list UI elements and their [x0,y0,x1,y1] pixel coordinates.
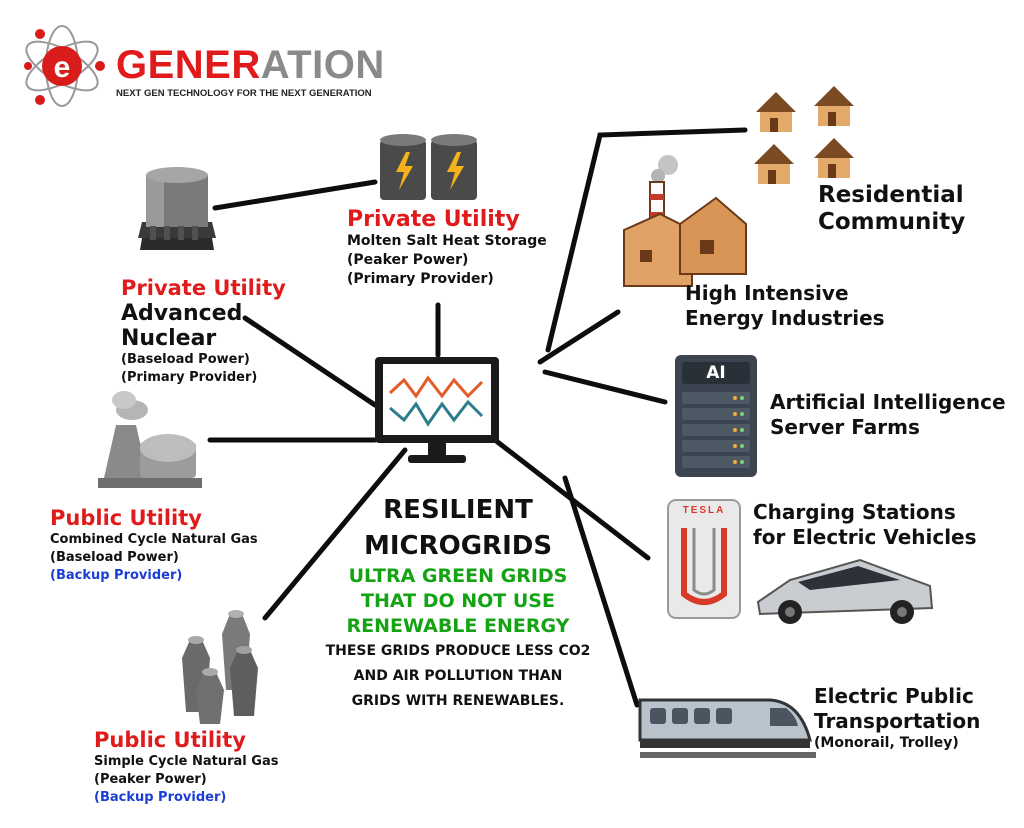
logo-letter: e [53,51,71,84]
atom-logo-icon [24,25,105,107]
line-nuclear-molten [212,179,378,211]
brand-name-gray: ATION [260,43,385,87]
provider-molten-salt: Private Utility Molten Salt Heat Storage… [347,208,547,289]
center-note: AND AIR POLLUTION THAN [353,668,563,684]
houses-icon [754,86,854,184]
brand-tagline: NEXT GEN TECHNOLOGY FOR THE NEXT GENERAT… [116,88,372,99]
consumer-label: Transportation [814,709,981,733]
brand-name-red: GENER [116,43,261,87]
provider-combined-cycle: Public Utility Combined Cycle Natural Ga… [50,506,258,585]
line-nuclear-hub [242,315,378,408]
consumer-industries: High Intensive Energy Industries [685,281,885,331]
center-note: GRIDS WITH RENEWABLES. [351,693,565,709]
brand-name: GENERATION [116,42,385,88]
provider-line: Molten Salt Heat Storage [347,233,547,249]
provider-line: (Primary Provider) [347,271,494,287]
provider-line: (Baseload Power) [121,352,250,367]
center-note: THESE GRIDS PRODUCE LESS CO2 [325,643,591,659]
battery-storage-icon [380,134,477,200]
gas-plant-icon [98,391,202,488]
provider-name: Advanced [121,301,243,326]
line-simple-hub [262,447,408,621]
consumer-label: Charging Stations [753,500,956,524]
provider-type: Public Utility [94,728,246,752]
ai-badge: AI [706,363,726,383]
monitor-icon [375,357,499,463]
consumer-ai: Artificial Intelligence Server Farms [770,390,1006,440]
charger-brand: TESLA [682,505,726,516]
center-text: RESILIENT MICROGRIDS ULTRA GREEN GRIDS T… [300,492,616,714]
provider-line: (Backup Provider) [94,790,227,805]
consumer-label: Community [818,209,966,235]
train-icon [638,698,816,758]
line-hub-ai [542,369,668,405]
provider-line: (Baseload Power) [50,550,179,565]
provider-nuclear: Private Utility Advanced Nuclear (Baselo… [121,276,286,387]
provider-type: Public Utility [50,506,202,530]
center-title: MICROGRIDS [363,531,553,561]
provider-name: Nuclear [121,326,217,351]
consumer-charging: Charging Stations for Electric Vehicles [753,500,977,550]
center-green: ULTRA GREEN GRIDS [348,565,568,587]
consumer-label: Residential [818,182,964,208]
provider-line: Combined Cycle Natural Gas [50,532,258,547]
provider-line: Simple Cycle Natural Gas [94,754,279,769]
center-title: RESILIENT [383,495,533,525]
server-rack-icon [675,355,757,477]
consumer-label: Energy Industries [685,306,885,330]
line-hub-residential [545,127,748,353]
center-green: THAT DO NOT USE [361,590,555,612]
smokestacks-icon [182,610,258,724]
line-hub-industry [537,309,621,365]
factory-icon [623,155,747,287]
consumer-residential: Residential Community [818,182,965,236]
consumer-transport: Electric Public Transportation (Monorail… [814,684,980,752]
provider-simple-cycle: Public Utility Simple Cycle Natural Gas … [94,728,278,807]
center-green: RENEWABLE ENERGY [346,615,570,637]
nuclear-reactor-icon [138,167,216,250]
provider-line: (Peaker Power) [347,252,469,268]
consumer-label: Electric Public [814,684,974,708]
consumer-label: Artificial Intelligence [770,390,1006,414]
provider-type: Private Utility [347,207,520,232]
line-hub-transport [562,475,640,708]
provider-type: Private Utility [121,276,286,300]
consumer-label: High Intensive [685,281,849,305]
cybertruck-icon [756,558,934,624]
consumer-label: (Monorail, Trolley) [814,735,959,751]
provider-line: (Primary Provider) [121,370,258,385]
connector-lines [207,127,748,708]
consumer-label: Server Farms [770,415,920,439]
charger-icon [667,499,741,619]
provider-line: (Peaker Power) [94,772,207,787]
provider-line: (Backup Provider) [50,568,183,583]
consumer-label: for Electric Vehicles [753,525,977,549]
